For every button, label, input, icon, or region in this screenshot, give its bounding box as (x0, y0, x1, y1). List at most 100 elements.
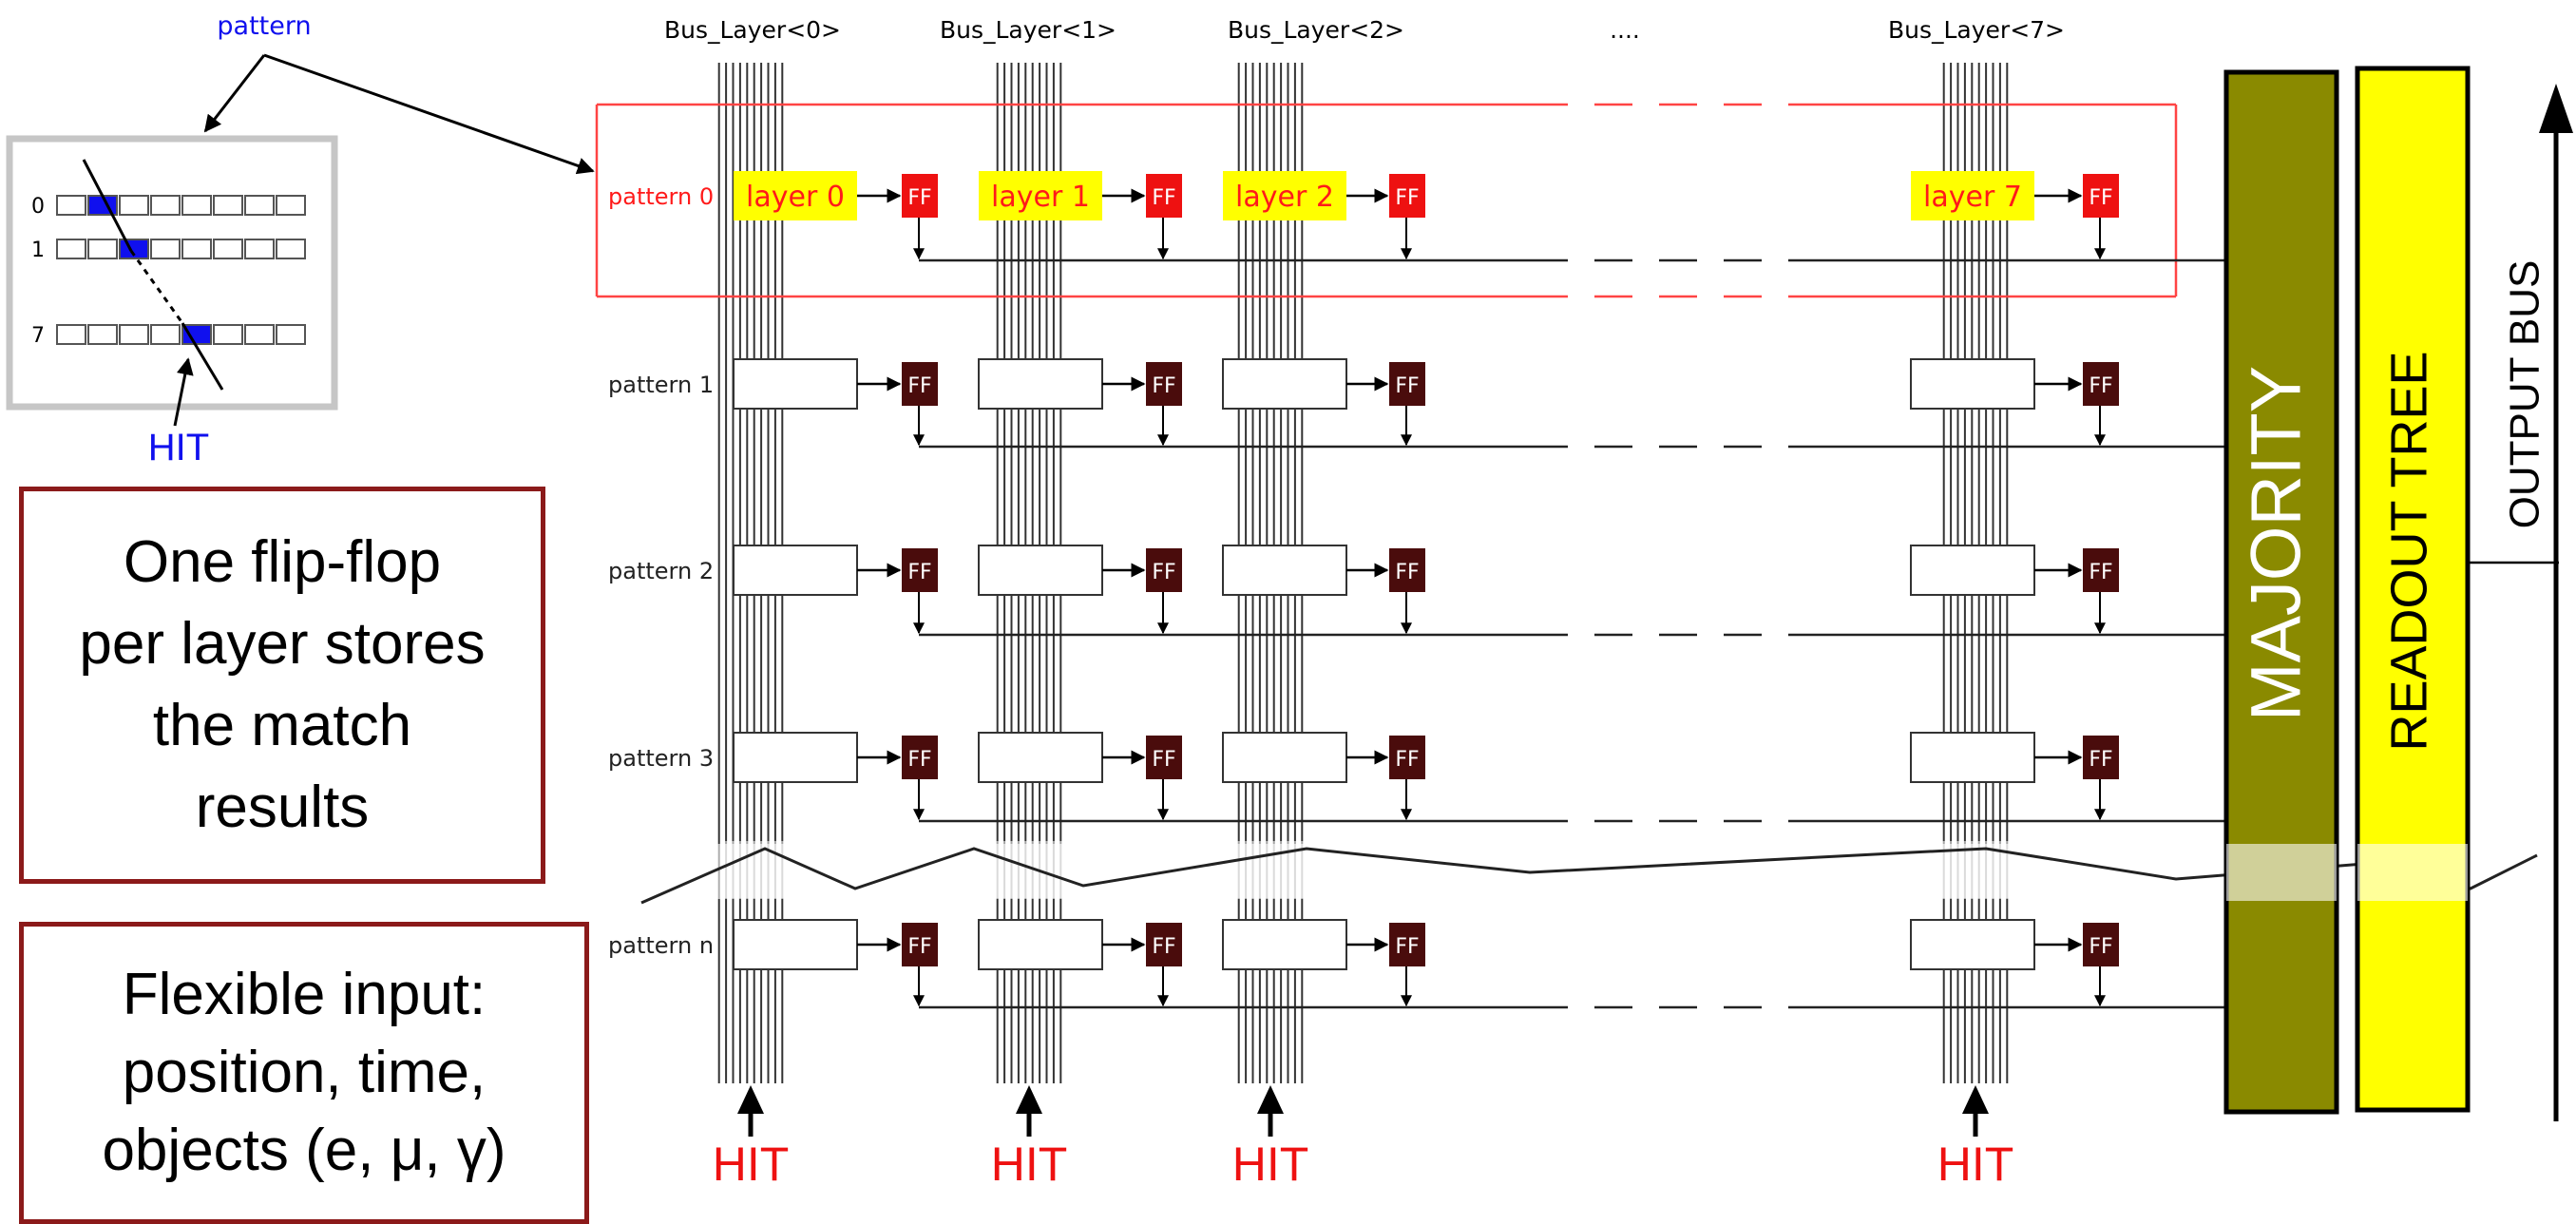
inset-row: 0 (31, 195, 306, 219)
inset-cell (87, 239, 118, 259)
bus-label-ellipsis: .... (1610, 16, 1640, 44)
inset-cell (150, 239, 181, 259)
flip-flop-label: FF (907, 748, 931, 772)
flip-flop-label: FF (1152, 748, 1175, 772)
flip-flop-label: FF (1395, 561, 1419, 584)
inset-cell (150, 195, 181, 216)
hit-input: HIT (1937, 1085, 2013, 1191)
hit-label: HIT (991, 1138, 1068, 1191)
flip-flop (2083, 923, 2119, 966)
flexible-input-callout: Flexible input: position, time, objects … (19, 922, 589, 1224)
bus-label-layer-2: Bus_Layer<2> (1228, 16, 1404, 44)
pattern-cell-label: layer 7 (1923, 181, 2022, 214)
flip-flop-label: FF (2089, 561, 2112, 584)
flip-flop (902, 174, 938, 218)
flip-flop-label: FF (1152, 374, 1175, 398)
pattern-row-label: pattern 2 (608, 558, 714, 584)
hit-input: HIT (1232, 1085, 1309, 1191)
pattern-0-highlight (595, 103, 2178, 298)
flip-flop-callout-line: the match (152, 693, 412, 758)
flip-flop (902, 923, 938, 966)
flip-flop-label: FF (907, 935, 931, 959)
pattern-row: pattern n FF FF FF FF (608, 919, 2226, 1009)
inset-cell (56, 195, 86, 216)
flip-flop (1389, 548, 1425, 592)
bus-labels: Bus_Layer<0> Bus_Layer<1> Bus_Layer<2> .… (664, 16, 2065, 44)
pattern-cell-label: layer 1 (991, 181, 1090, 214)
flip-flop-label: FF (2089, 186, 2112, 210)
pattern-cell (978, 358, 1103, 410)
inset-row-label: 0 (31, 195, 45, 219)
flip-flop (2083, 736, 2119, 779)
flexible-input-callout-line: Flexible input: (122, 962, 487, 1027)
flip-flop (1146, 362, 1182, 406)
inset-cell (56, 239, 86, 259)
pattern-row-label: pattern n (608, 932, 714, 959)
inset-cell (213, 239, 243, 259)
hit-arrow-icon (737, 1085, 764, 1114)
majority-label: MAJORITY (2237, 366, 2316, 721)
pattern-cell (978, 919, 1103, 970)
flip-flop-callout-line: results (195, 775, 370, 840)
flip-flop (1146, 923, 1182, 966)
flip-flop-label: FF (1395, 748, 1419, 772)
pattern-cell (1910, 545, 2035, 596)
inset-cell (244, 239, 275, 259)
pattern-cell (1911, 171, 2034, 220)
flip-flop (1146, 548, 1182, 592)
pattern-cell (1910, 732, 2035, 783)
pattern-row-label: pattern 1 (608, 372, 714, 398)
inset-cell (276, 324, 306, 345)
inset-row-label: 7 (31, 324, 45, 348)
pattern-cell (734, 171, 857, 220)
flip-flop-label: FF (1395, 186, 1419, 210)
pattern-cell (1910, 919, 2035, 970)
inset-row: 7 (31, 324, 306, 348)
flip-flop (1389, 923, 1425, 966)
pattern-cell (1910, 358, 2035, 410)
flip-flop (902, 736, 938, 779)
inset-cell (276, 239, 306, 259)
hit-arrow-icon (1257, 1085, 1284, 1114)
pattern-cell (1222, 545, 1347, 596)
flip-flop (2083, 174, 2119, 218)
inset-cell (56, 324, 86, 345)
pattern-cell (733, 919, 858, 970)
flip-flop-label: FF (1395, 374, 1419, 398)
pattern-cell (1223, 171, 1346, 220)
flip-flop-label: FF (2089, 935, 2112, 959)
hit-label: HIT (1232, 1138, 1309, 1191)
flip-flop (1389, 174, 1425, 218)
pattern-cell-label: layer 0 (746, 181, 845, 214)
flip-flop (1389, 736, 1425, 779)
flip-flop-callout-line: per layer stores (79, 611, 486, 677)
pattern-cell (733, 732, 858, 783)
flip-flop (902, 362, 938, 406)
hit-input: HIT (991, 1085, 1068, 1191)
flip-flop (1389, 362, 1425, 406)
inset-cell (119, 324, 149, 345)
flip-flop-label: FF (907, 561, 931, 584)
flip-flop-label: FF (1395, 935, 1419, 959)
inset-cell (87, 324, 118, 345)
pattern-cell (978, 545, 1103, 596)
bus-label-layer-0: Bus_Layer<0> (664, 16, 841, 44)
inset-row: 1 (31, 239, 306, 262)
pattern-row-label: pattern 0 (608, 183, 714, 210)
inset-cell (181, 324, 212, 345)
hit-arrow-icon (1016, 1085, 1042, 1114)
flip-flop-label: FF (1152, 935, 1175, 959)
inset-cell (244, 195, 275, 216)
pattern-cell (733, 358, 858, 410)
hit-label: HIT (713, 1138, 790, 1191)
flip-flop-label: FF (1152, 561, 1175, 584)
inset-hit-label: HIT (148, 427, 209, 469)
inset-cell (181, 239, 212, 259)
flip-flop (2083, 548, 2119, 592)
inset-cell (213, 324, 243, 345)
output-bus: OUTPUT BUS (2468, 84, 2573, 1121)
